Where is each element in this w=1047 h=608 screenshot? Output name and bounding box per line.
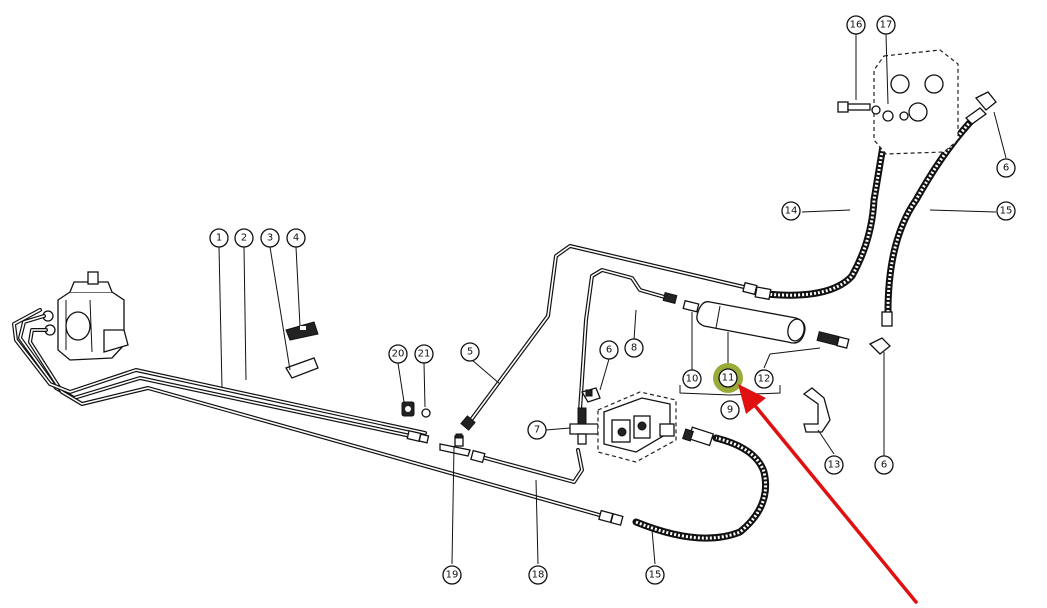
callout-6-upper-right: 6 bbox=[996, 158, 1016, 178]
callout-3: 3 bbox=[260, 228, 280, 248]
nut-20 bbox=[401, 401, 415, 417]
clip-part-4 bbox=[285, 321, 319, 341]
seal-ring-21 bbox=[421, 408, 431, 418]
svg-text:8: 8 bbox=[631, 343, 637, 354]
callout-12: 12 bbox=[754, 369, 774, 389]
svg-text:2: 2 bbox=[241, 233, 247, 244]
elbow-fitting-6 bbox=[581, 387, 601, 403]
svg-text:21: 21 bbox=[418, 349, 431, 360]
callout-10: 10 bbox=[682, 369, 702, 389]
pipe-2-upper bbox=[12, 308, 427, 435]
tee-fitting bbox=[439, 433, 471, 457]
control-valve bbox=[597, 391, 677, 463]
callout-1: 1 bbox=[209, 228, 229, 248]
callout-19: 19 bbox=[442, 565, 462, 585]
callout-6-lower-right: 6 bbox=[874, 455, 894, 475]
svg-text:6: 6 bbox=[1003, 163, 1009, 174]
hose-15-lower bbox=[632, 426, 770, 542]
tee-fitting-7 bbox=[569, 407, 599, 445]
svg-text:18: 18 bbox=[532, 570, 545, 581]
svg-text:11: 11 bbox=[722, 373, 735, 384]
callout-7: 7 bbox=[527, 420, 547, 440]
callout-9: 9 bbox=[720, 400, 740, 420]
callout-13: 13 bbox=[824, 455, 844, 475]
hydraulic-pump bbox=[42, 271, 129, 361]
callout-17: 17 bbox=[876, 15, 896, 35]
svg-text:9: 9 bbox=[727, 405, 733, 416]
svg-text:19: 19 bbox=[446, 570, 459, 581]
svg-text:20: 20 bbox=[392, 349, 405, 360]
fitting-12 bbox=[816, 331, 850, 349]
pipe-5 bbox=[460, 244, 758, 431]
callout-4: 4 bbox=[286, 228, 306, 248]
bracket-13 bbox=[802, 387, 831, 433]
fitting-10 bbox=[682, 299, 700, 313]
callout-2: 2 bbox=[234, 228, 254, 248]
svg-text:17: 17 bbox=[880, 20, 893, 31]
svg-text:7: 7 bbox=[534, 425, 540, 436]
pipe-18 bbox=[470, 448, 584, 484]
accumulator-11 bbox=[696, 301, 806, 344]
elbow-fitting-6-right bbox=[868, 91, 997, 355]
callout-15-bottom: 15 bbox=[645, 565, 665, 585]
svg-text:14: 14 bbox=[785, 206, 798, 217]
callout-14: 14 bbox=[781, 201, 801, 221]
leader-lines bbox=[218, 33, 1007, 565]
svg-text:1: 1 bbox=[216, 233, 222, 244]
hose-14 bbox=[754, 136, 888, 301]
callout-18: 18 bbox=[528, 565, 548, 585]
svg-text:15: 15 bbox=[649, 570, 662, 581]
mounting-plate bbox=[871, 49, 959, 155]
callout-6-center: 6 bbox=[599, 340, 619, 360]
callout-16: 16 bbox=[846, 15, 866, 35]
svg-text:10: 10 bbox=[686, 374, 699, 385]
callout-11: 11 bbox=[718, 368, 738, 388]
callout-21: 21 bbox=[414, 344, 434, 364]
red-pointer-arrow bbox=[738, 384, 918, 604]
svg-text:15: 15 bbox=[1000, 206, 1013, 217]
svg-text:13: 13 bbox=[828, 460, 841, 471]
bolt-16 bbox=[837, 101, 871, 113]
pipe-8 bbox=[578, 268, 678, 412]
svg-text:6: 6 bbox=[606, 345, 612, 356]
svg-text:16: 16 bbox=[850, 20, 863, 31]
clip-part-3 bbox=[285, 357, 319, 379]
pipe-2 bbox=[28, 328, 612, 520]
pipe-fittings-left bbox=[406, 429, 624, 526]
callout-5: 5 bbox=[460, 342, 480, 362]
svg-text:4: 4 bbox=[293, 233, 299, 244]
svg-text:5: 5 bbox=[467, 347, 473, 358]
svg-text:3: 3 bbox=[267, 233, 273, 244]
svg-text:12: 12 bbox=[758, 374, 771, 385]
callout-8: 8 bbox=[624, 338, 644, 358]
svg-text:6: 6 bbox=[881, 460, 887, 471]
callout-15-right: 15 bbox=[996, 201, 1016, 221]
callout-20: 20 bbox=[388, 344, 408, 364]
